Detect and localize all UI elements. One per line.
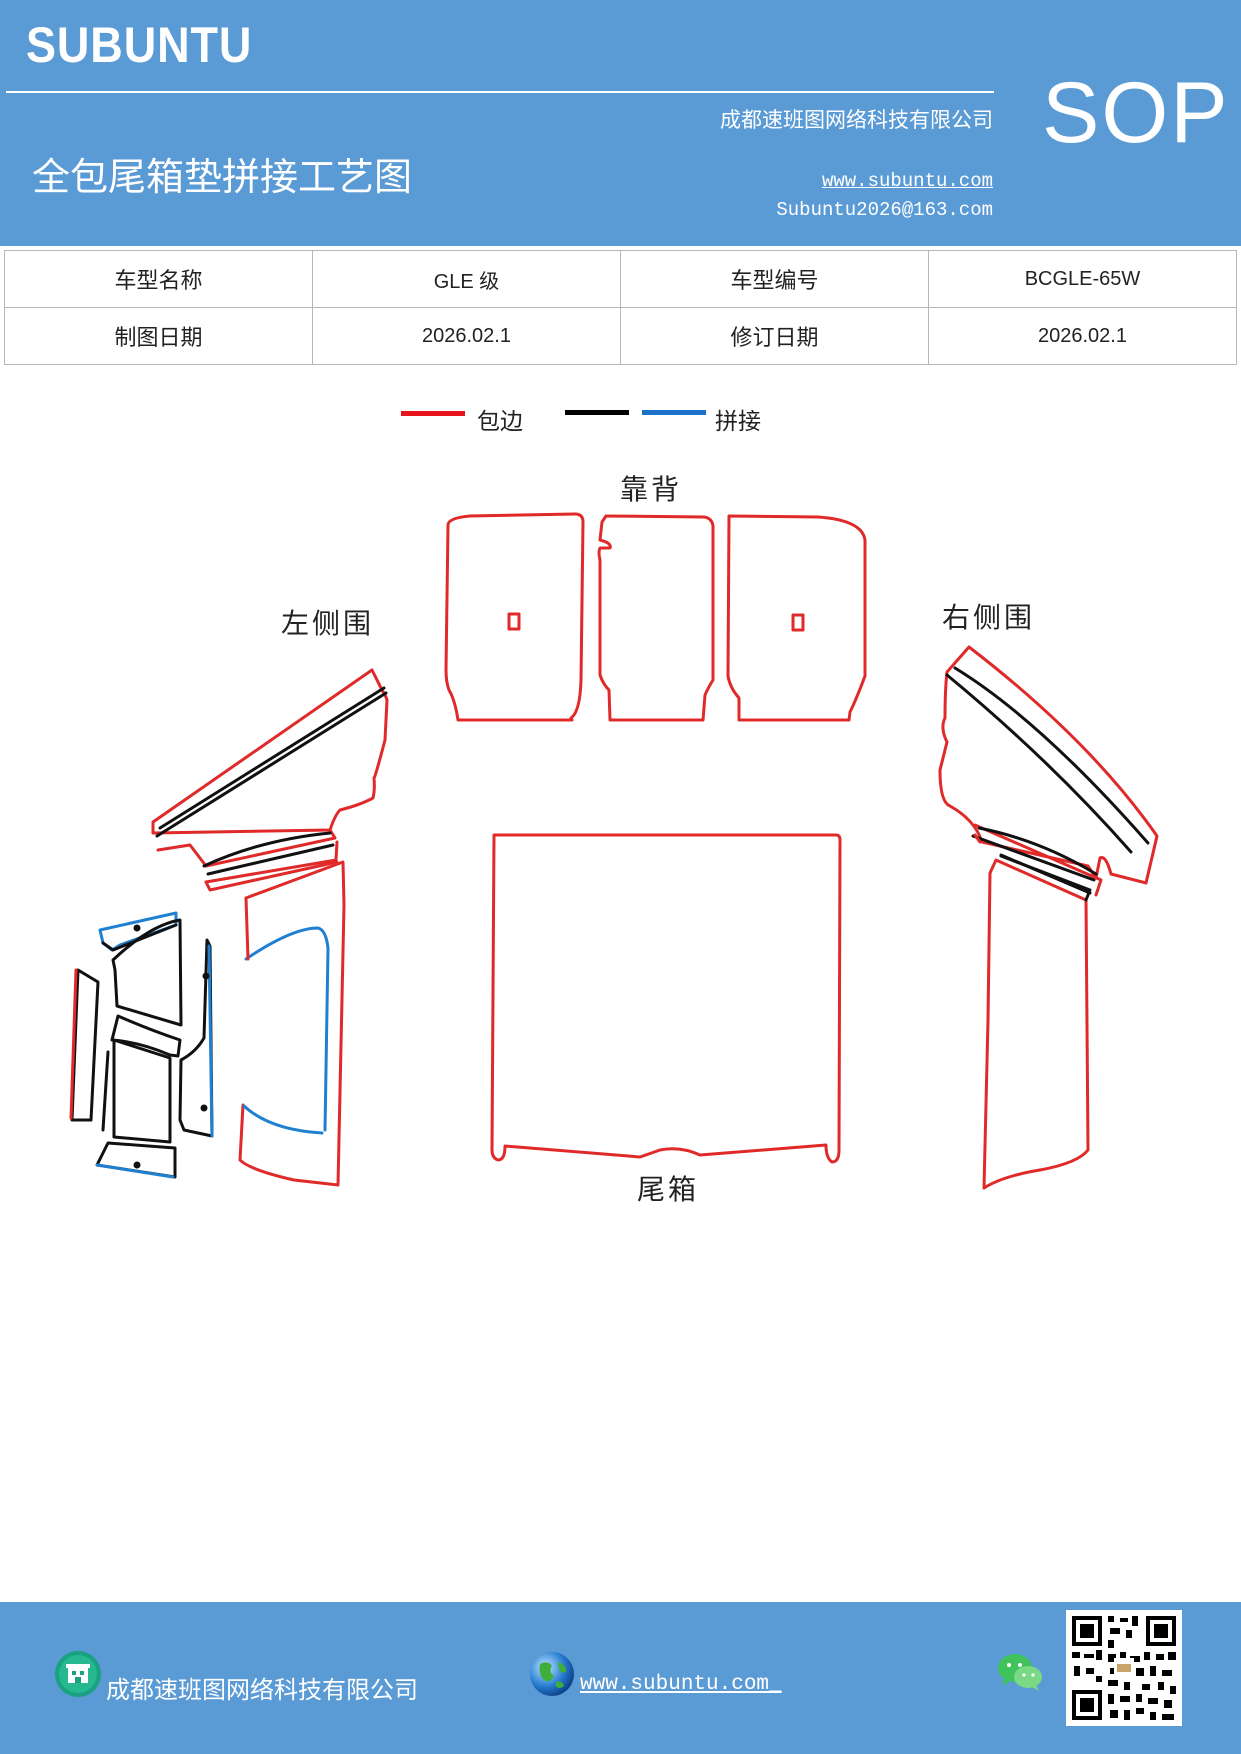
header-divider — [6, 91, 994, 93]
left-side-seam-2 — [158, 686, 386, 830]
left-side-lower-strip-edge — [204, 840, 339, 884]
brand-logo: SUBUNTU — [26, 17, 253, 73]
wechat-icon[interactable] — [996, 1651, 1044, 1693]
header-banner — [0, 0, 1241, 246]
right-side-seam-1 — [953, 666, 1150, 845]
legend-label-splice: 拼接 — [715, 409, 761, 435]
left-piece-h-splice — [95, 1163, 175, 1179]
left-side-seam-3 — [202, 831, 332, 868]
left-piece-a — [98, 911, 178, 952]
trunk-label: 尾箱 — [637, 1173, 700, 1206]
website-link[interactable]: www.subuntu.com — [821, 170, 993, 192]
right-side-mid-strip — [973, 823, 1103, 897]
left-piece-dot-3 — [200, 1104, 208, 1112]
right-side-seam-2 — [945, 673, 1133, 854]
company-name: 成都速班图网络科技有限公司 — [720, 108, 993, 132]
left-side-tall-inner — [244, 896, 250, 961]
backrest-panel-right — [726, 514, 867, 722]
globe-icon — [530, 1652, 574, 1696]
qr-code-icon[interactable] — [1066, 1610, 1182, 1726]
left-side-seam-4 — [206, 843, 335, 876]
email-address: Subuntu2026@163.com — [776, 199, 993, 221]
backrest-panel-left — [444, 512, 585, 722]
vehicle-info-table: 车型名称 GLE 级 车型编号 BCGLE-65W 制图日期 2026.02.1… — [4, 250, 1237, 365]
left-piece-dot-4 — [133, 1161, 141, 1169]
backrest-label: 靠背 — [620, 473, 683, 506]
left-side-upper-panel — [151, 668, 389, 835]
drawing-date-label: 制图日期 — [4, 307, 313, 365]
left-side-seam-1 — [155, 691, 388, 838]
right-side-seam-3 — [977, 826, 1098, 876]
revision-date-label: 修订日期 — [620, 307, 929, 365]
right-side-seam-4 — [971, 834, 1096, 882]
backrest-right-hole — [791, 613, 805, 632]
left-side-splice-top — [244, 926, 330, 1132]
left-side-splice-bottom — [242, 1104, 324, 1135]
model-name-value: GLE 级 — [312, 250, 621, 308]
legend-label-edge: 包边 — [477, 409, 523, 435]
left-piece-c — [178, 938, 214, 1138]
left-piece-b — [111, 918, 183, 1027]
footer-website-link[interactable]: www.subuntu.com_ — [580, 1673, 782, 1696]
footer-company-name: 成都速班图网络科技有限公司 — [106, 1676, 418, 1704]
right-side-upper-panel — [938, 645, 1159, 885]
left-piece-a-black — [101, 923, 178, 952]
right-side-tall-panel — [982, 858, 1090, 1190]
legend-swatch-seam — [565, 410, 629, 415]
drawing-date-value: 2026.02.1 — [312, 307, 621, 365]
backrest-left-hole — [507, 612, 521, 631]
left-side-tall-panel — [238, 860, 346, 1187]
table-row: 车型名称 GLE 级 车型编号 BCGLE-65W — [4, 250, 1237, 308]
left-piece-d-splice — [69, 968, 78, 1120]
right-side-mid-edge — [973, 833, 982, 844]
model-code-value: BCGLE-65W — [928, 250, 1237, 308]
model-code-label: 车型编号 — [620, 250, 929, 308]
right-side-tall-edge — [999, 854, 1092, 902]
left-side-lower-strip-edge2 — [204, 860, 339, 892]
left-piece-c-splice — [207, 944, 214, 1138]
legend-swatch-splice — [642, 410, 706, 415]
trunk-floor-panel — [490, 833, 842, 1164]
left-side-label: 左侧围 — [281, 607, 375, 640]
left-piece-e — [110, 1014, 182, 1058]
sop-badge: SOP — [1042, 65, 1230, 161]
left-piece-f — [112, 1038, 172, 1144]
left-piece-dot-2 — [202, 972, 210, 980]
left-piece-g — [101, 1050, 110, 1132]
building-icon — [55, 1651, 101, 1697]
backrest-panel-center — [597, 514, 715, 722]
legend — [0, 400, 1241, 440]
legend-swatch-edge — [401, 411, 465, 416]
document-title: 全包尾箱垫拼接工艺图 — [32, 155, 413, 199]
model-name-label: 车型名称 — [4, 250, 313, 308]
table-row: 制图日期 2026.02.1 修订日期 2026.02.1 — [4, 307, 1237, 365]
left-piece-dot-1 — [133, 924, 141, 932]
revision-date-value: 2026.02.1 — [928, 307, 1237, 365]
right-side-label: 右侧围 — [942, 601, 1036, 634]
left-piece-h — [95, 1141, 177, 1179]
